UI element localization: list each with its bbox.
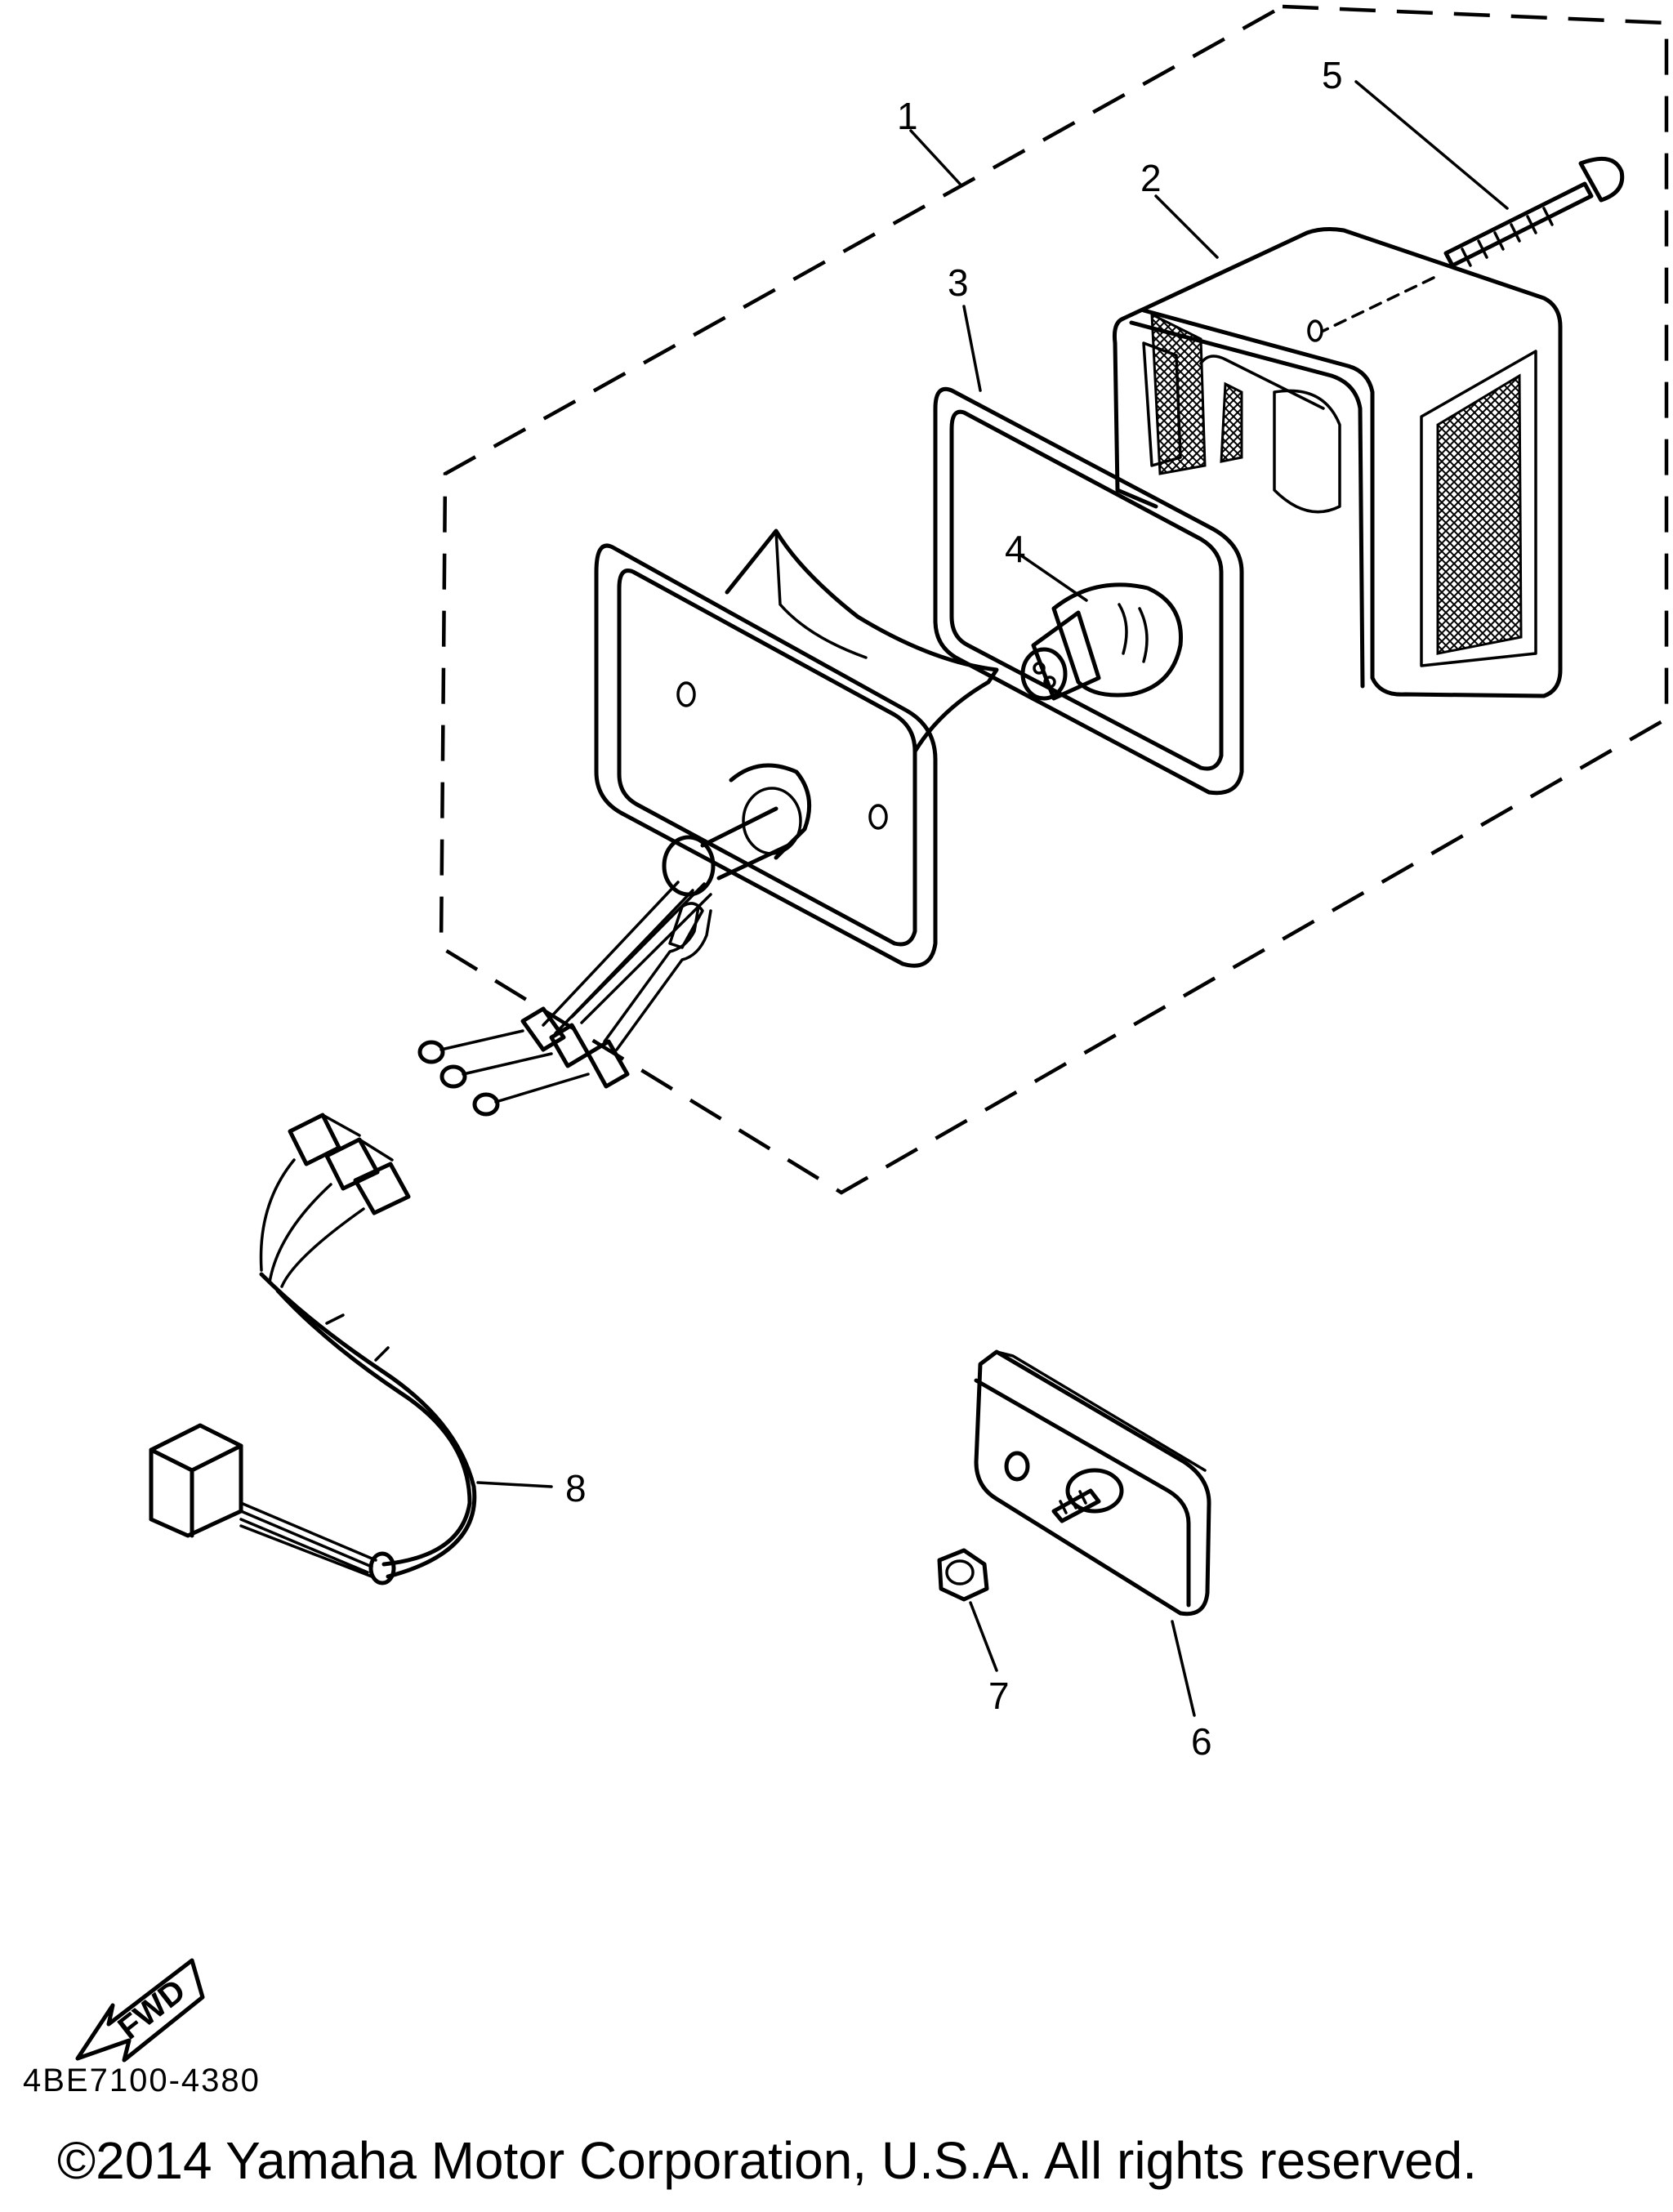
lamp-wires [417,881,712,1117]
part-3-gasket [933,386,1244,796]
callout-8: 8 [565,1467,587,1510]
part-2-lens-housing [1113,227,1563,698]
callout-3: 3 [948,261,969,304]
part-5-screw [1322,156,1625,332]
part-4-bulb [1020,582,1183,701]
callout-1: 1 [897,95,918,137]
callout-2: 2 [1140,157,1162,199]
fwd-arrow-icon: FWD [75,1958,205,2063]
callout-7: 7 [988,1675,1010,1717]
copyright-notice: ©2014 Yamaha Motor Corporation, U.S.A. A… [57,2131,1478,2190]
part-7-nut [937,1548,989,1602]
part-8-wire-harness [149,1113,477,1585]
callout-6: 6 [1191,1720,1212,1763]
lamp-base [594,528,999,968]
leader-lines [476,80,1509,1717]
part-6-plate-light [974,1349,1211,1617]
assembly-boundary [439,4,1669,1195]
callout-4: 4 [1005,528,1026,570]
callout-5: 5 [1322,54,1343,96]
diagram-code: 4BE7100-4380 [23,2063,261,2098]
